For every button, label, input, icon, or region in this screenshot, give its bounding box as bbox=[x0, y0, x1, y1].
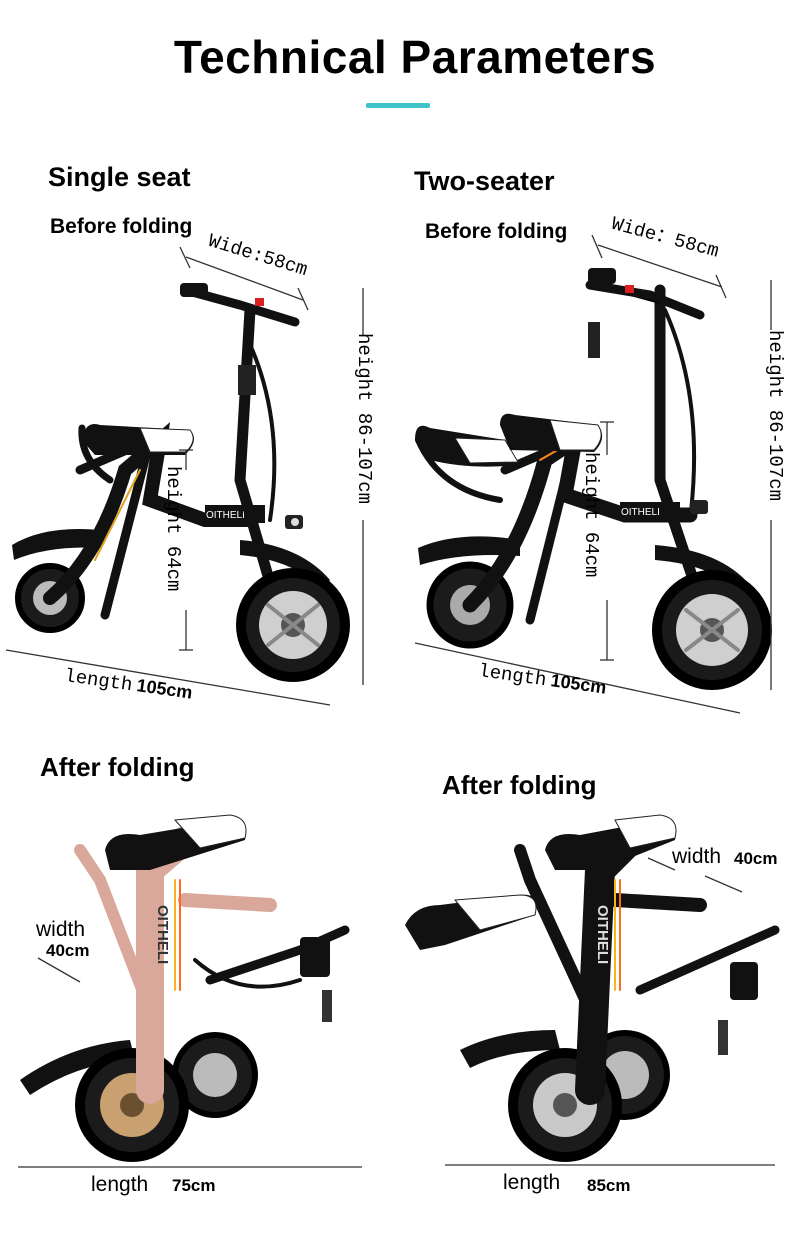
single-measure-lines bbox=[5, 246, 364, 706]
fold-two-measure-lines bbox=[445, 857, 775, 1166]
fold-single-width-value: 40cm bbox=[46, 941, 90, 960]
fold-two-width-value: 40cm bbox=[734, 849, 778, 868]
brand-logo-fold-single: OITHELI bbox=[154, 905, 171, 964]
fold-single-measure-lines bbox=[18, 957, 362, 1168]
two-total-height-label: height 86-107cm bbox=[764, 330, 786, 502]
single-seat-scooter-image: OITHELI bbox=[12, 283, 350, 682]
fold-two-length-value: 85cm bbox=[587, 1176, 631, 1195]
fold-single-length-value: 75cm bbox=[172, 1176, 216, 1195]
title-accent-bar bbox=[366, 103, 430, 108]
fold-single-length-word: length bbox=[91, 1173, 149, 1196]
folded-two-seater-scooter-image: OITHELI bbox=[405, 814, 780, 1162]
fold-single-width-word: width bbox=[36, 918, 86, 941]
single-before-folding-label: Before folding bbox=[50, 215, 193, 238]
single-seat-heading: Single seat bbox=[48, 162, 191, 192]
fold-two-width-word: width bbox=[672, 845, 722, 868]
brand-logo-fold-two: OITHELI bbox=[594, 905, 611, 964]
folded-single-scooter-image: OITHELI bbox=[20, 814, 350, 1162]
single-seat-height-label: height 64cm bbox=[162, 466, 184, 592]
fold-two-length-word: length bbox=[503, 1171, 561, 1194]
two-before-folding-label: Before folding bbox=[425, 220, 568, 243]
page-title: Technical Parameters bbox=[173, 31, 657, 83]
two-seat-height-label: height 64cm bbox=[580, 452, 602, 578]
two-seater-scooter-image: OITHELI bbox=[415, 268, 772, 690]
brand-logo-single: OITHELI bbox=[206, 510, 245, 521]
two-measure-lines bbox=[414, 234, 772, 714]
single-total-height-label: height 86-107cm bbox=[353, 333, 375, 505]
two-seater-heading: Two-seater bbox=[414, 166, 555, 196]
fold-two-heading: After folding bbox=[442, 770, 597, 800]
fold-single-heading: After folding bbox=[40, 752, 195, 782]
brand-logo-two: OITHELI bbox=[621, 507, 660, 518]
